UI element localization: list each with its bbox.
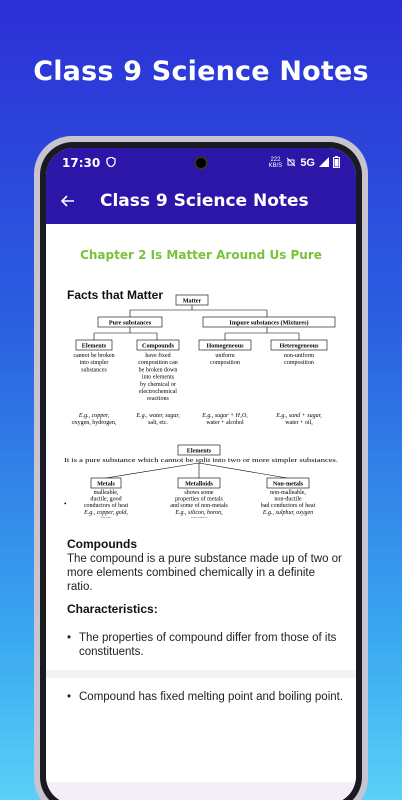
node-matter: Matter [183, 298, 202, 305]
node-pure-substances: Pure substances [109, 320, 152, 327]
non-metals-description: E.g., sulphur, oxygen [262, 510, 313, 516]
homogeneous-examples: E.g., sugar + H₂O, [201, 413, 248, 419]
non-metals-description: non-ductile [274, 497, 302, 503]
front-camera [194, 156, 208, 170]
compounds-description: by chemical or [140, 382, 176, 388]
elements-description: into simpler [80, 360, 109, 366]
shield-icon [106, 155, 116, 170]
compounds-description: into elements [142, 375, 175, 381]
node-compounds: Compounds [142, 343, 175, 350]
heterogeneous-description: non-uniform [284, 352, 315, 359]
list-item: • The properties of compound differ from… [67, 632, 337, 658]
chapter-title: Chapter 2 Is Matter Around Us Pure [80, 248, 322, 262]
node-elements: Elements [82, 343, 107, 350]
node-impure-substances: Impure substances (Mixtures) [229, 320, 308, 327]
status-time: 17:30 [62, 156, 101, 170]
compounds-description: have fixed [145, 352, 170, 359]
net-speed-indicator: 222 KB/S [268, 157, 283, 169]
metalloids-description: E.g., silicon, boron, [174, 510, 223, 516]
back-arrow-icon[interactable] [50, 191, 86, 212]
metals-description: malleable, [94, 490, 119, 496]
metalloids-description: shows some [184, 490, 214, 496]
elements-examples: oxygen, hydrogen, [72, 420, 117, 426]
network-type: 5G [300, 157, 315, 169]
node-homogeneous: Homogeneous [206, 343, 244, 350]
elements-description: substances [81, 367, 107, 373]
phone-frame: 17:30 222 KB/S 5G [34, 136, 368, 800]
compounds-description: composition can [138, 360, 178, 366]
non-metals-description: non-malleable, [270, 490, 306, 496]
bottom-nav-bar [46, 782, 356, 800]
heterogeneous-examples: E.g., sand + sugar, [275, 413, 322, 419]
compounds-heading: Compounds [67, 537, 137, 551]
bullet-dot: • [67, 632, 72, 644]
homogeneous-description: composition [210, 360, 240, 366]
metals-description: ductile, good [90, 497, 121, 503]
facts-heading: Facts that Matter [67, 288, 164, 302]
node-metals: Metals [97, 481, 115, 488]
battery-icon [333, 155, 340, 171]
compounds-text: The compound is a pure substance made up… [67, 553, 342, 593]
status-bar: 17:30 222 KB/S 5G [46, 148, 356, 178]
bullet-dot: • [67, 691, 72, 703]
compounds-description: reactions [147, 396, 169, 402]
node-non-metals: Non-metals [273, 481, 304, 488]
elements-examples: E.g., copper, [78, 413, 110, 419]
phone-screen: 17:30 222 KB/S 5G [46, 148, 356, 800]
classification-diagram: Matter Pure substances Impure substances… [64, 294, 339, 518]
node-heterogeneous: Heterogeneous [279, 343, 319, 350]
heterogeneous-description: composition [284, 360, 314, 366]
homogeneous-examples: water + alcohol [206, 420, 244, 426]
mute-icon [286, 157, 296, 170]
compounds-description: be broken down [139, 367, 178, 373]
metals-description: iron [101, 516, 111, 518]
compounds-description: electrochemical [139, 389, 177, 395]
homogeneous-description: uniform [215, 352, 235, 359]
node-elements-2: Elements [187, 448, 212, 455]
non-metals-description: bad conductors of heat [261, 502, 316, 509]
metals-description: E.g., copper, gold, [83, 510, 128, 516]
characteristics-heading: Characteristics: [67, 602, 158, 616]
promo-title: Class 9 Science Notes [33, 56, 369, 87]
compounds-examples: salt, etc. [148, 420, 168, 426]
elements-description: cannot be broken [73, 353, 114, 359]
compounds-examples: E.g., water, sugar, [135, 413, 180, 419]
metalloids-description: and some of non-metals [170, 502, 228, 509]
section-divider [46, 670, 356, 678]
heterogeneous-examples: water + oil, [285, 420, 313, 426]
notes-content[interactable]: Chapter 2 Is Matter Around Us Pure Facts… [46, 224, 356, 800]
elements-definition: It is a pure substance which cannot be s… [64, 457, 339, 464]
metals-description: conductors of heat [84, 502, 129, 509]
stray-dot: • [64, 500, 67, 508]
node-metalloids: Metalloids [185, 481, 213, 488]
list-item: • Compound has fixed melting point and b… [67, 691, 344, 703]
metalloids-description: properties of metals [175, 496, 223, 503]
app-bar: Class 9 Science Notes [46, 178, 356, 224]
metalloids-description: arsenic [191, 516, 208, 518]
signal-icon [319, 156, 329, 170]
app-title: Class 9 Science Notes [100, 191, 309, 211]
